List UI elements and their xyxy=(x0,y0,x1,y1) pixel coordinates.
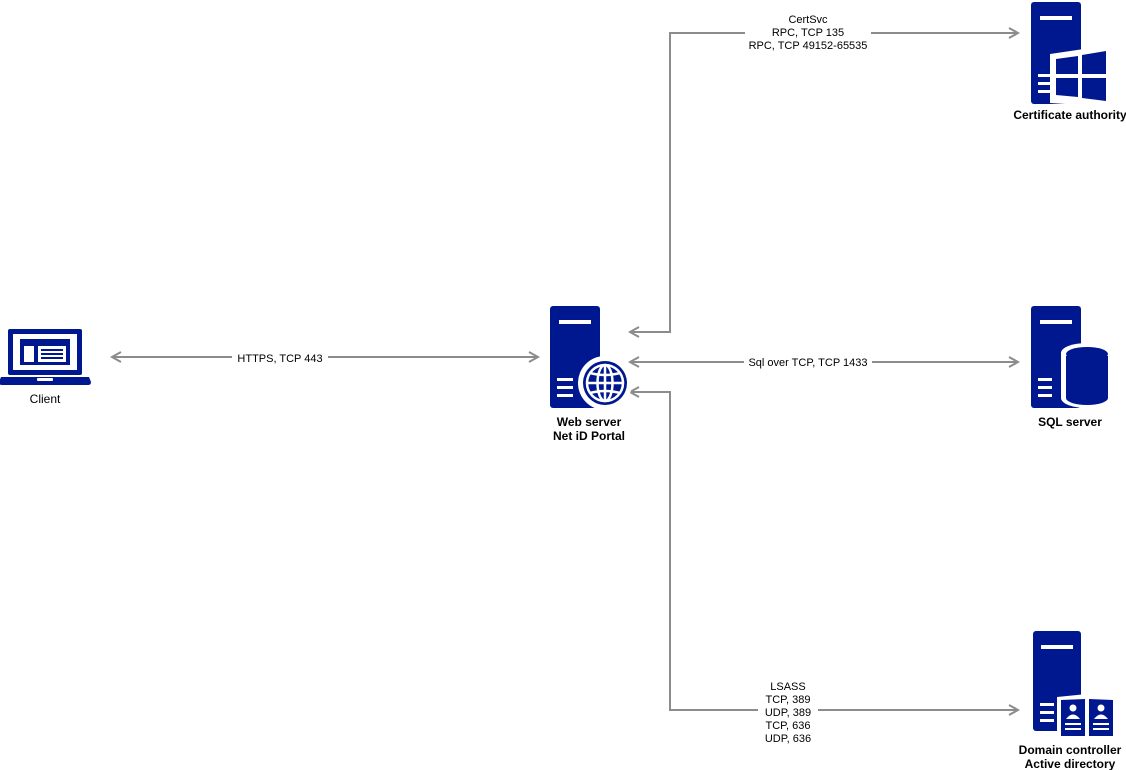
connector-web-ca xyxy=(627,27,1021,338)
web-ca-line-2: RPC, TCP 135 xyxy=(772,27,844,39)
web-server-node: Web server Net iD Portal xyxy=(550,306,632,443)
connector-web-dc xyxy=(627,386,1021,716)
label-web-sql: Sql over TCP, TCP 1433 xyxy=(744,355,872,369)
label-web-dc: LSASS TCP, 389 UDP, 389 TCP, 636 UDP, 63… xyxy=(758,679,818,745)
domain-controller-label-line-1: Domain controller xyxy=(1019,743,1122,757)
label-web-ca: CertSvc RPC, TCP 135 RPC, TCP 49152-6553… xyxy=(745,13,871,53)
web-server-label-line-1: Web server xyxy=(557,415,622,429)
client-web-line-1: HTTPS, TCP 443 xyxy=(237,353,322,365)
windows-server-icon xyxy=(1031,2,1111,107)
web-server-icon xyxy=(550,306,632,410)
certificate-authority-node: Certificate authority xyxy=(1013,2,1126,122)
web-ca-line-3: RPC, TCP 49152-65535 xyxy=(749,40,868,52)
laptop-icon xyxy=(0,329,91,385)
domain-controller-node: Domain controller Active directory xyxy=(1019,631,1122,770)
web-ca-line-1: CertSvc xyxy=(788,14,828,26)
sql-server-label: SQL server xyxy=(1038,415,1102,429)
certificate-authority-label: Certificate authority xyxy=(1013,108,1126,122)
database-server-icon xyxy=(1031,306,1113,408)
web-dc-line-3: UDP, 389 xyxy=(765,707,811,719)
label-client-web: HTTPS, TCP 443 xyxy=(232,351,328,365)
web-dc-line-4: TCP, 636 xyxy=(765,720,810,732)
web-sql-line-1: Sql over TCP, TCP 1433 xyxy=(748,357,867,369)
web-server-label-line-2: Net iD Portal xyxy=(553,429,625,443)
client-label: Client xyxy=(30,392,61,406)
web-dc-line-1: LSASS xyxy=(770,681,805,693)
web-dc-line-2: TCP, 389 xyxy=(765,694,810,706)
domain-controller-label-line-2: Active directory xyxy=(1025,757,1116,770)
client-node: Client xyxy=(0,329,91,406)
sql-server-node: SQL server xyxy=(1031,306,1113,429)
web-dc-line-5: UDP, 636 xyxy=(765,733,811,745)
directory-server-icon xyxy=(1033,631,1117,740)
